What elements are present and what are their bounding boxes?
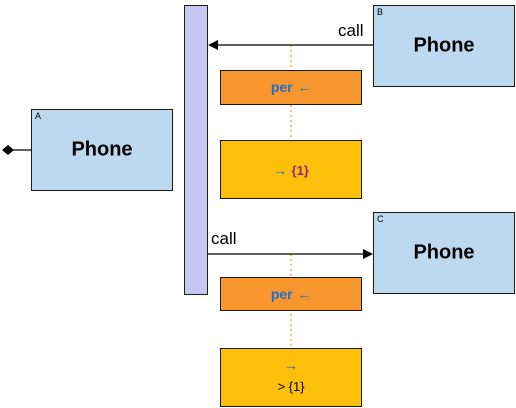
phone-b-box[interactable]: B Phone (373, 5, 515, 87)
top-target-box[interactable]: → {1} (220, 140, 362, 199)
right-arrow-icon: → (284, 357, 298, 373)
call-label-bottom: call (211, 229, 237, 248)
left-arrow-icon: ← (297, 286, 312, 302)
bottom-per-box[interactable]: per ← (220, 277, 362, 311)
phone-b-label: Phone (413, 34, 475, 57)
left-arrow-icon: ← (297, 79, 312, 95)
phone-c-label: Phone (413, 241, 475, 264)
phone-c-letter: C (377, 214, 384, 224)
call-top-arrowhead (208, 40, 218, 50)
phone-a-letter: A (35, 111, 42, 121)
bottom-target-arrow-row: → (221, 357, 361, 375)
diamond-marker (2, 145, 14, 155)
phone-a-label: Phone (71, 138, 133, 161)
top-target-ref: {1} (291, 163, 309, 178)
parallel-bar[interactable] (184, 5, 208, 295)
call-label-top: call (338, 21, 364, 40)
phone-c-box[interactable]: C Phone (373, 212, 515, 294)
phone-b-letter: B (377, 7, 384, 17)
bottom-per-label: per (270, 286, 293, 302)
bottom-per-text: per ← (221, 286, 361, 304)
top-per-text: per ← (221, 79, 361, 97)
bottom-target-box[interactable]: → > {1} (220, 348, 362, 407)
top-per-label: per (270, 79, 293, 95)
call-bottom-arrowhead (363, 249, 373, 259)
bottom-target-card-row: > {1} (221, 378, 361, 396)
right-arrow-icon: → (273, 162, 288, 178)
top-per-box[interactable]: per ← (220, 70, 362, 105)
phone-a-box[interactable]: A Phone (31, 109, 173, 191)
top-target-text: → {1} (221, 162, 361, 180)
bottom-target-cardinality: > {1} (277, 379, 305, 394)
